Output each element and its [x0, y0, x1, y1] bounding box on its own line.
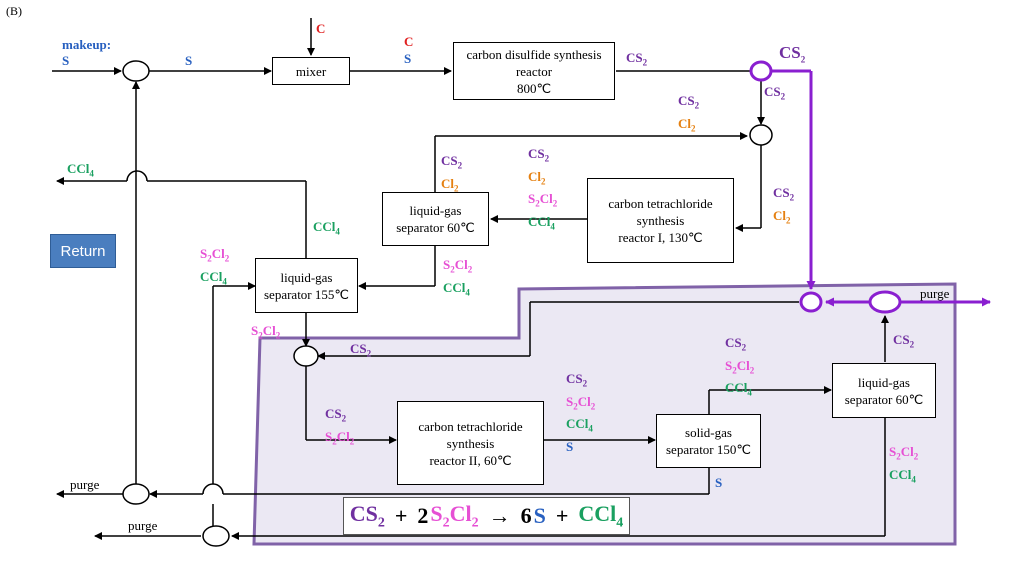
mixer-unit: mixer: [272, 57, 350, 85]
sep155-feed-left-label: S2Cl2 CCl4: [200, 246, 230, 287]
reactor2-out-label: CS2 S2Cl2 CCl4 S: [566, 371, 596, 454]
reactor1-feed-label: CS2 Cl2: [773, 185, 795, 226]
split-node-cs2: [749, 60, 773, 82]
figure-label: (B): [6, 4, 22, 18]
sep60-top-out-label: CS2 Cl2: [441, 153, 463, 194]
recycle-cs2-cl2-label: CS2 Cl2: [678, 93, 700, 134]
sep60-bottom-out-label: S2Cl2 CCl4: [443, 257, 473, 298]
reactor-out-cs2-label: CS2: [626, 50, 648, 68]
sep155-top-ccl4-label: CCl4: [313, 219, 340, 237]
reactor2-feed-label: CS2 S2Cl2: [325, 406, 355, 447]
sg-sep-top-out-label: CS2 S2Cl2 CCl4: [725, 335, 755, 398]
mix-node-reactor2: [293, 345, 319, 367]
cs2-down-label: CS2: [764, 84, 786, 102]
reactor1-out-label: CS2 Cl2 S2Cl2 CCl4: [528, 146, 558, 232]
right-sep-bottom-out-label: S2Cl2 CCl4: [889, 444, 919, 485]
split-node-purge2: [202, 525, 230, 547]
mix-node-cs2-cl2: [749, 124, 773, 146]
ccl4-product-label: CCl4: [67, 161, 94, 179]
purge-label-bottom: purge: [128, 518, 158, 533]
stream-c-label: C: [316, 21, 326, 36]
cs2-recycle-to-mix-label: CS2: [350, 341, 372, 359]
purge-label-right: purge: [920, 286, 950, 301]
split-node-purge3: [868, 290, 902, 314]
right-sep-top-cs2-label: CS2: [893, 332, 915, 350]
sg-sep-bottom-s-label: S: [715, 475, 723, 490]
purge-label-mid: purge: [70, 477, 100, 492]
mix-node-s: [122, 60, 150, 82]
stream-s-label: S: [185, 53, 193, 68]
makeup-label: makeup:S: [62, 37, 112, 68]
cs2-recycle-label: CS2: [779, 43, 806, 65]
mix-node-cs2-recycle: [799, 291, 823, 313]
return-button[interactable]: Return: [50, 234, 116, 268]
split-node-purge1: [122, 483, 150, 505]
sep155-bottom-label: S2Cl2: [251, 323, 281, 341]
